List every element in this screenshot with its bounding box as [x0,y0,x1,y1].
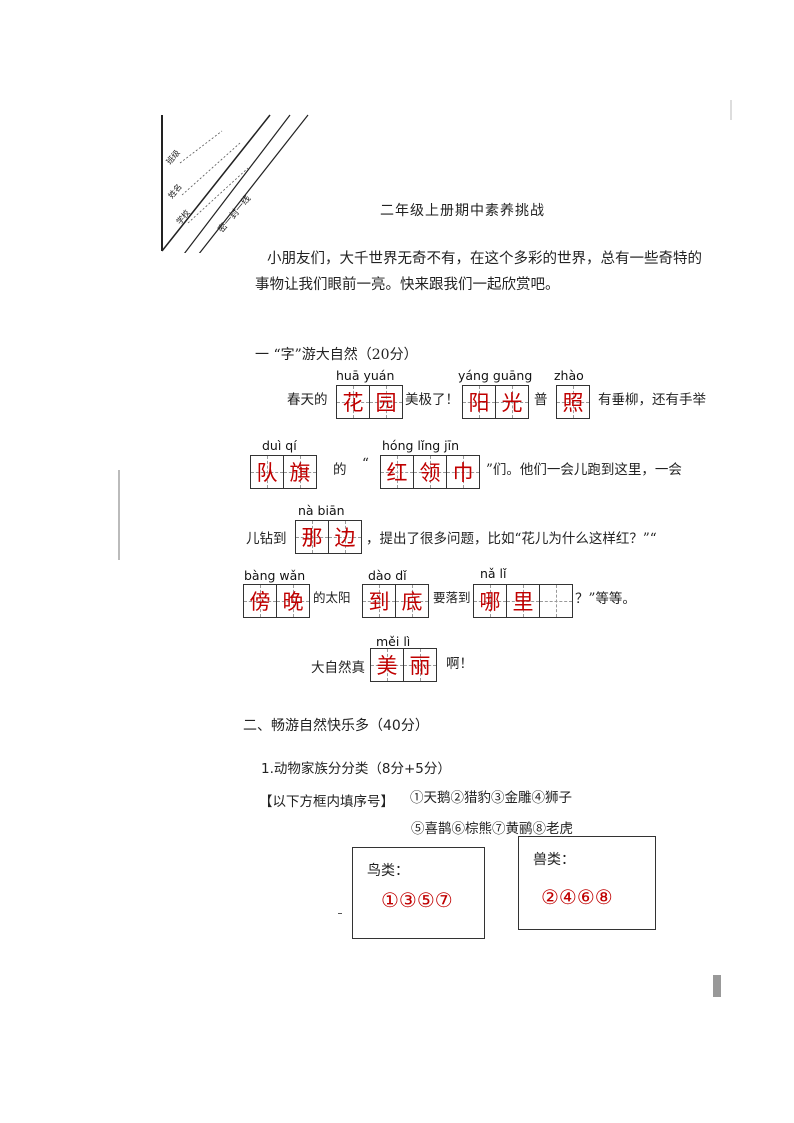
answer-cell[interactable]: 边 [328,520,362,554]
row5-pinyin-1: měi lì [376,634,411,649]
section1-heading: 一 “字”游大自然（20分） [255,347,418,363]
scan-dot [338,913,342,914]
answer-cell[interactable]: 丽 [403,648,437,682]
answer-cell[interactable]: 傍 [243,584,277,618]
answer-cell[interactable]: 旗 [283,455,317,489]
row4-pinyin-2: dào dǐ [368,568,407,583]
answer-cell[interactable]: 到 [362,584,396,618]
row2-open-quote: “ [362,456,369,472]
beasts-answer-box[interactable]: 兽类： ②④⑥⑧ [518,836,656,930]
row5-text-1: 大自然真 [311,660,365,676]
section2-heading: 二、畅游自然快乐多（40分） [243,718,429,734]
answer-cell[interactable]: 照 [556,385,590,419]
instruction: 【以下方框内填序号】 [259,794,394,810]
answer-cell[interactable]: 队 [250,455,284,489]
row1-pinyin-2: yáng guāng [458,368,533,383]
answer-cell[interactable]: 巾 [446,455,480,489]
row4-grid-3: 哪 里 [473,584,573,618]
row5-grid-1: 美 丽 [370,648,437,682]
row1-pinyin-3: zhào [554,368,584,383]
beasts-answer: ②④⑥⑧ [541,885,613,909]
scan-edge-mark [730,100,732,120]
row4-text-1: 的太阳 [313,590,351,605]
answer-cell[interactable]: 阳 [462,385,496,419]
binding-corner: 班级 姓名 学校 密一封一线 [160,113,310,279]
row4-text-2: 要落到 [433,590,471,605]
row3-grid-1: 那 边 [295,520,362,554]
answer-cell[interactable]: 红 [380,455,414,489]
row2-pinyin-1: duì qí [262,438,297,453]
row2-grid-1: 队 旗 [250,455,317,489]
row2-text-1: 的 [333,462,347,478]
answer-cell[interactable]: 领 [413,455,447,489]
options-line-1: ①天鹅②猎豹③金雕④狮子 [410,790,572,806]
birds-answer: ①③⑤⑦ [381,888,453,912]
row1-text-4: 有垂柳，还有手举 [598,392,706,408]
options-line-2: ⑤喜鹊⑥棕熊⑦黄鹂⑧老虎 [411,821,573,837]
scan-edge-mark [118,470,120,560]
row3-text-2: ，提出了很多问题，比如“花儿为什么这样红？”“ [366,531,657,547]
answer-cell[interactable]: 园 [369,385,403,419]
row1-grid-1: 花 园 [336,385,403,419]
answer-cell[interactable]: 里 [506,584,540,618]
scan-edge-mark [713,975,721,997]
page-title: 二年级上册期中素养挑战 [380,203,545,219]
intro-line-1: 小朋友们，大千世界无奇不有，在这个多彩的世界，总有一些奇特的 [267,251,702,267]
name-label: 姓名 [166,182,184,201]
row1-text-3: 普 [534,392,548,408]
row4-pinyin-1: bàng wǎn [244,568,306,583]
row4-pinyin-3: nǎ lǐ [480,566,507,581]
row3-text-1: 儿钻到 [246,531,287,547]
answer-cell[interactable]: 光 [495,385,529,419]
row2-grid-2: 红 领 巾 [380,455,480,489]
intro-line-2: 事物让我们眼前一亮。快来跟我们一起欣赏吧。 [255,277,560,293]
answer-cell[interactable]: 美 [370,648,404,682]
school-label: 学校 [174,208,192,227]
row4-grid-2: 到 底 [362,584,429,618]
row1-text-2: 美极了！ [405,392,459,408]
answer-cell[interactable]: 晚 [276,584,310,618]
row5-text-2: 啊！ [446,656,473,672]
row4-grid-1: 傍 晚 [243,584,310,618]
answer-cell[interactable]: 花 [336,385,370,419]
row2-pinyin-2: hóng lǐng jīn [382,438,460,453]
row1-pinyin-1: huā yuán [336,368,395,383]
intro-paragraph: 小朋友们，大千世界无奇不有，在这个多彩的世界，总有一些奇特的 事物让我们眼前一亮… [255,246,725,298]
class-label: 班级 [164,148,182,167]
row2-text-2: ”们。他们一会儿跑到这里，一会 [486,462,682,478]
row4-text-3: ？”等等。 [575,591,636,607]
row1-text-1: 春天的 [287,392,328,408]
beasts-label: 兽类： [533,852,575,868]
birds-label: 鸟类： [367,863,409,879]
answer-cell-blank[interactable] [539,584,573,618]
answer-cell[interactable]: 哪 [473,584,507,618]
answer-cell[interactable]: 底 [395,584,429,618]
row1-grid-2: 阳 光 [462,385,529,419]
row3-pinyin-1: nà biān [298,503,345,518]
answer-cell[interactable]: 那 [295,520,329,554]
seal-line-label: 密一封一线 [215,193,253,235]
row1-grid-3: 照 [556,385,590,419]
birds-answer-box[interactable]: 鸟类： ①③⑤⑦ [352,847,485,939]
question-1: 1.动物家族分分类（8分+5分） [261,761,451,777]
binding-lines: 班级 姓名 学校 密一封一线 [161,114,309,279]
